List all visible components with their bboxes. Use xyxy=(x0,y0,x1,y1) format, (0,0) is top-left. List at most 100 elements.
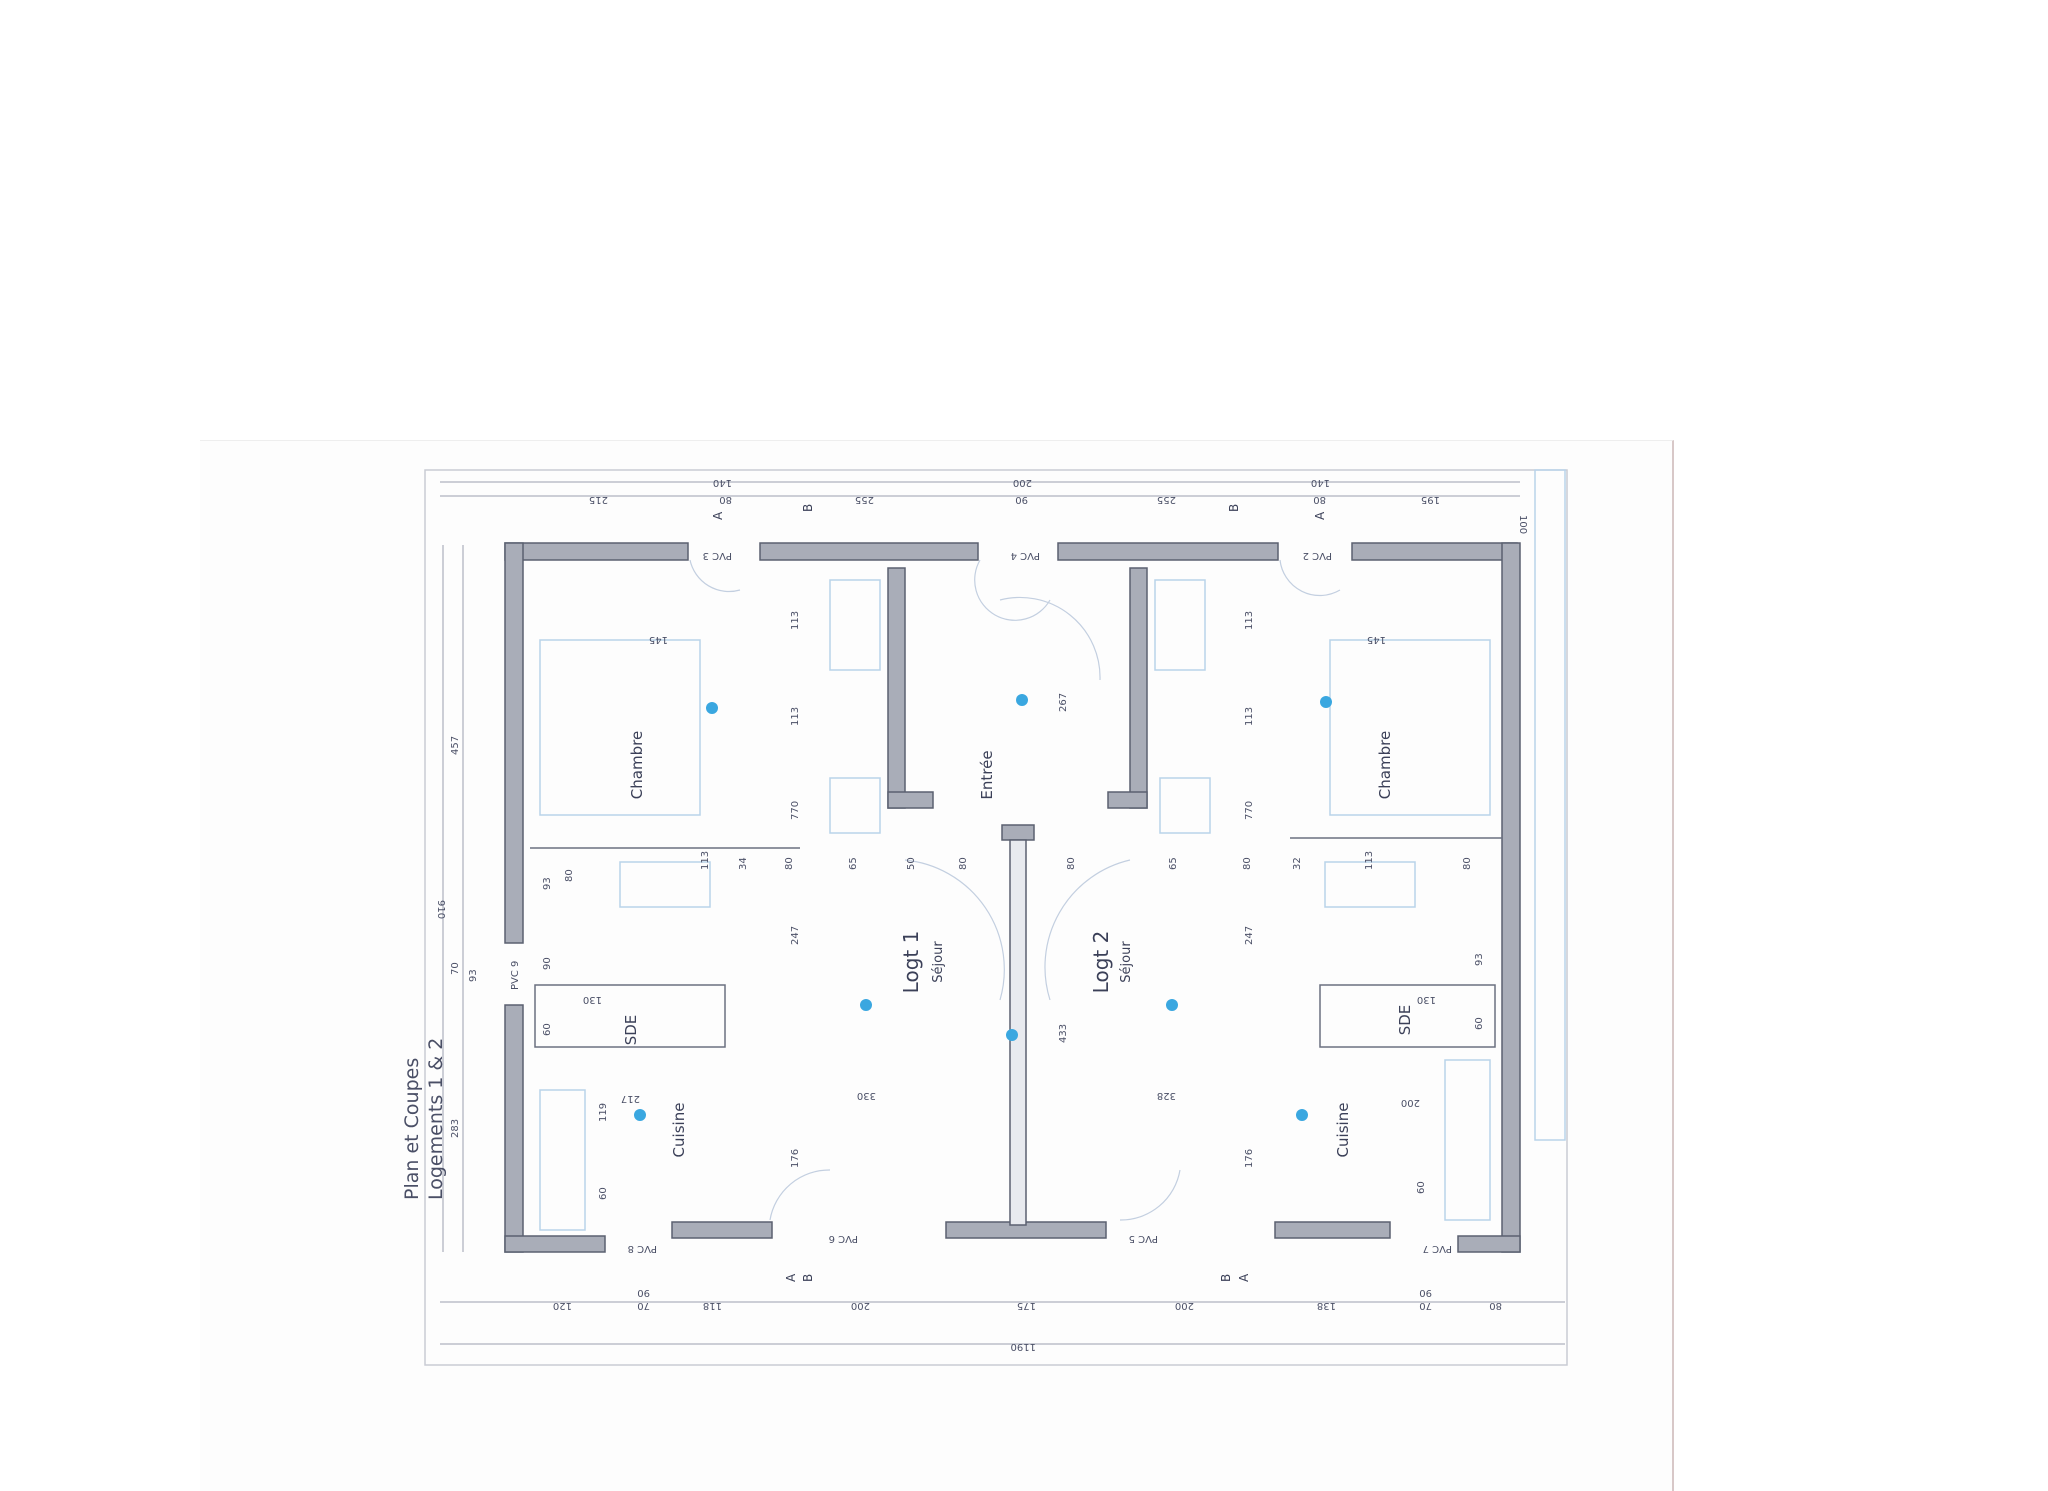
wall-top-right xyxy=(1351,542,1518,561)
window-pvc4: PVC 4 xyxy=(1011,550,1040,561)
light-icon xyxy=(1016,694,1028,706)
dim-top: 255 xyxy=(855,494,874,505)
dim-interior: 119 xyxy=(598,1103,609,1122)
scanned-sheet xyxy=(200,440,1674,1491)
dim-interior: 328 xyxy=(1157,1090,1176,1101)
room-entree: Entrée xyxy=(978,750,996,799)
wardrobe-left xyxy=(829,579,881,671)
wall-bottom-right xyxy=(1457,1235,1521,1253)
dim-left: 457 xyxy=(450,736,461,755)
dim-interior: 60 xyxy=(1474,1017,1485,1030)
dim-top: 200 xyxy=(1013,477,1032,488)
room-logt2: Logt 2 xyxy=(1089,931,1113,994)
dim-interior: 433 xyxy=(1058,1024,1069,1043)
light-icon xyxy=(706,702,718,714)
dim-bottom: 70 xyxy=(637,1300,650,1311)
wall-right xyxy=(1501,542,1521,1253)
wall-bottom-mid-left xyxy=(671,1221,773,1239)
room-logt1: Logt 1 xyxy=(899,931,923,994)
boiler-right xyxy=(1159,777,1211,834)
dim-left: 283 xyxy=(450,1119,461,1138)
window-tags: PVC 3 PVC 4 PVC 2 PVC 9 PVC 8 PVC 6 PVC … xyxy=(510,550,1452,1254)
bed-right xyxy=(1329,639,1491,816)
dim-interior: 113 xyxy=(790,707,801,726)
wall-bottom-left xyxy=(504,1235,606,1253)
section-mark-b: B xyxy=(1219,1274,1233,1282)
dim-interior: 65 xyxy=(1168,857,1179,870)
dim-top: 255 xyxy=(1157,494,1176,505)
wall-entree-left xyxy=(887,567,906,809)
drawing-title: Plan et Coupes Logements 1 & 2 xyxy=(400,1038,448,1200)
dim-interior: 80 xyxy=(1242,857,1253,870)
dim-top: 215 xyxy=(589,494,608,505)
furniture xyxy=(539,469,1566,1231)
dim-bottom: 120 xyxy=(553,1300,572,1311)
dim-interior: 34 xyxy=(738,857,749,870)
dim-top: 80 xyxy=(719,494,732,505)
dim-interior: 770 xyxy=(1244,801,1255,820)
partitions xyxy=(530,837,1502,1048)
dim-interior: 176 xyxy=(790,1149,801,1168)
window-pvc6: PVC 6 xyxy=(829,1233,858,1244)
dim-interior: 80 xyxy=(958,857,969,870)
dim-interior: 93 xyxy=(542,877,553,890)
light-icon xyxy=(1166,999,1178,1011)
dim-interior: 130 xyxy=(1417,994,1436,1005)
wc-left xyxy=(619,861,711,908)
kitchen-counter-left xyxy=(539,1089,586,1231)
wall-bottom-mid-right xyxy=(1274,1221,1391,1239)
dim-interior: 60 xyxy=(598,1187,609,1200)
dim-interior: 113 xyxy=(1364,851,1375,870)
wc-right xyxy=(1324,861,1416,908)
wall-top-mid-right xyxy=(1057,542,1279,561)
wardrobe-right xyxy=(1154,579,1206,671)
dim-top: 80 xyxy=(1313,494,1326,505)
dim-bottom: 138 xyxy=(1317,1300,1336,1311)
section-markers: A B B A A B B A xyxy=(711,504,1327,1282)
dim-interior: 176 xyxy=(1244,1149,1255,1168)
dim-bottom: 200 xyxy=(851,1300,870,1311)
dimension-lines xyxy=(440,481,1565,1345)
light-fixtures xyxy=(634,694,1332,1121)
dim-interior: 80 xyxy=(1462,857,1473,870)
light-icon xyxy=(1296,1109,1308,1121)
dim-top: 100 xyxy=(1517,515,1528,534)
window-pvc9: PVC 9 xyxy=(510,961,521,990)
dim-interior: 80 xyxy=(1066,857,1077,870)
left-dimensions: 457 910 70 93 283 xyxy=(435,736,479,1138)
dim-total: 1190 xyxy=(1011,1341,1036,1352)
dim-interior: 80 xyxy=(784,857,795,870)
dim-interior: 113 xyxy=(1244,707,1255,726)
section-mark-a: A xyxy=(1237,1273,1251,1282)
dim-interior: 113 xyxy=(1244,611,1255,630)
dim-interior: 217 xyxy=(621,1093,640,1104)
light-icon xyxy=(1320,696,1332,708)
dim-bottom: 80 xyxy=(1489,1300,1502,1311)
room-logt1-sub: Séjour xyxy=(931,941,946,983)
balcony-rail xyxy=(1534,469,1566,1141)
window-pvc8: PVC 8 xyxy=(628,1243,657,1254)
title-line-2: Logements 1 & 2 xyxy=(425,1037,447,1200)
title-line-1: Plan et Coupes xyxy=(401,1057,423,1200)
dim-left: 910 xyxy=(435,900,446,919)
dim-top: 90 xyxy=(1015,494,1028,505)
dim-interior: 130 xyxy=(583,994,602,1005)
light-icon xyxy=(1006,1029,1018,1041)
dim-interior: 330 xyxy=(857,1090,876,1101)
dim-interior: 50 xyxy=(906,857,917,870)
dim-interior: 60 xyxy=(542,1023,553,1036)
dim-bottom: 175 xyxy=(1017,1300,1036,1311)
bottom-dimensions: 120 90 70 118 200 175 200 138 90 70 80 1… xyxy=(553,1287,1502,1352)
dim-interior: 65 xyxy=(848,857,859,870)
dim-interior: 770 xyxy=(790,801,801,820)
wall-left-lower xyxy=(504,1004,524,1253)
dim-bottom: 70 xyxy=(1419,1300,1432,1311)
window-pvc2: PVC 2 xyxy=(1303,550,1332,561)
dim-interior: 113 xyxy=(700,851,711,870)
room-cuisine-1: Cuisine xyxy=(670,1103,688,1158)
room-cuisine-2: Cuisine xyxy=(1334,1103,1352,1158)
door-swings xyxy=(689,559,1341,1221)
section-mark-b: B xyxy=(801,1274,815,1282)
interior-walls xyxy=(887,567,1148,1226)
